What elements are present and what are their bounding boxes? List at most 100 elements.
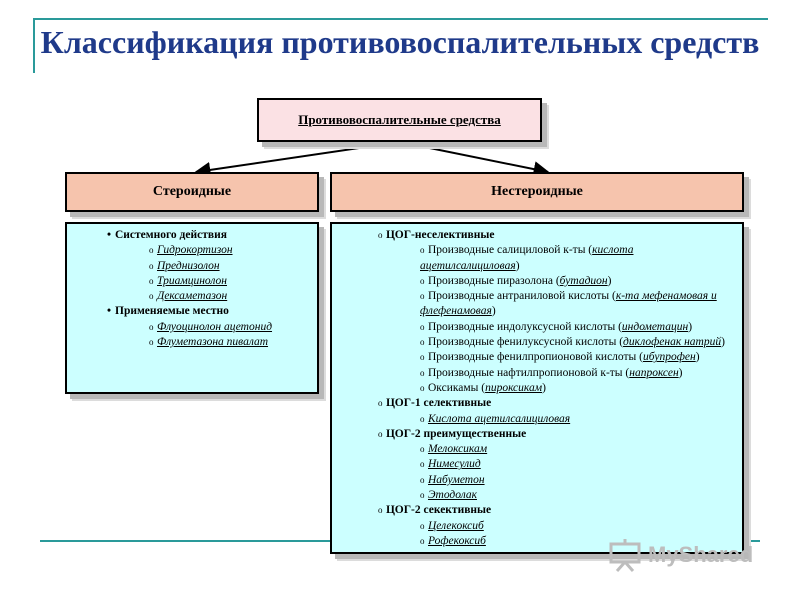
bullet-circle-icon: o (378, 505, 383, 516)
bullet-circle-icon: o (420, 413, 425, 424)
bullet-circle-icon: o (420, 474, 425, 485)
bullet-circle-icon: o (420, 245, 425, 256)
bullet-circle-icon: o (420, 490, 425, 501)
bullet-circle-icon: o (149, 291, 154, 302)
arrow-to-nonsteroid (399, 141, 550, 177)
left-accent-line (33, 18, 35, 73)
drug-class-tail: ) (678, 366, 683, 379)
group-label: ЦОГ-1 селективные (386, 397, 492, 410)
drug-link[interactable]: индометацин (621, 320, 689, 333)
steroid-group: •Применяемые местно (107, 304, 317, 319)
drug-link[interactable]: Преднизолон (157, 259, 220, 272)
drug-link[interactable]: бутадион (559, 274, 608, 287)
drug-link[interactable]: Мелоксикам (428, 443, 488, 456)
steroid-header-box: Стероидные (65, 172, 319, 212)
group-label: Применяемые местно (115, 305, 229, 318)
drug-class-tail: ) (515, 259, 520, 272)
bullet-circle-icon: o (149, 245, 154, 256)
group-label: Системного действия (115, 229, 227, 241)
bullet-circle-icon: o (149, 337, 154, 348)
drug-link[interactable]: напроксен (629, 366, 679, 379)
bullet-circle-icon: o (149, 321, 154, 332)
bullet-circle-icon: o (378, 428, 383, 439)
presentation-board-icon (609, 539, 641, 572)
bullet-circle-icon: o (149, 275, 154, 286)
root-box: Противовоспалительные средства (257, 98, 542, 142)
drug-link[interactable]: Флуоцинолон ацетонид (157, 320, 273, 333)
page-title: Классификация противовоспалительных сред… (40, 24, 760, 60)
drug-class-tail: ) (721, 336, 725, 349)
drug-class-text: Производные индолуксусной кислоты ( (428, 320, 622, 333)
top-accent-line (33, 18, 768, 20)
watermark: MyShared (608, 535, 768, 575)
drug-link[interactable]: Рофекоксиб (428, 534, 486, 547)
watermark-text: MyShared (648, 542, 754, 567)
bullet-circle-icon: o (420, 520, 425, 531)
drug-class-tail: ) (491, 305, 496, 318)
bullet-circle-icon: o (420, 535, 425, 546)
drug-link[interactable]: Набуметон (428, 473, 485, 486)
group-label: ЦОГ-неселективные (386, 229, 495, 241)
bullet-circle-icon: o (420, 337, 425, 348)
drug-class-tail: ) (542, 381, 546, 394)
drug-link[interactable]: Флуметазона пивалат (157, 336, 269, 349)
drug-class-text: Производные салициловой к-ты ( (428, 244, 593, 257)
drug-class-text: Производные нафтилпропионовой к-ты ( (428, 366, 630, 379)
drug-class-text: Производные фенилуксусной кислоты ( (428, 336, 624, 349)
drug-link[interactable]: Кислота ацетилсалициловая (428, 412, 571, 425)
drug-link[interactable]: кислота ацетилсалициловая (420, 244, 634, 272)
drug-link[interactable]: диклофенак натрий (623, 336, 722, 349)
drug-link[interactable]: Нимесулид (428, 458, 481, 471)
bullet-circle-icon: o (420, 275, 425, 286)
bullet-dot-icon: • (107, 229, 112, 241)
drug-class-text: Оксикамы ( (428, 381, 486, 394)
drug-link[interactable]: Дексаметазон (157, 290, 228, 303)
bullet-circle-icon: o (420, 444, 425, 455)
bullet-circle-icon: o (420, 321, 425, 332)
root-label: Противовоспалительные средства (298, 112, 501, 127)
drug-link[interactable]: пироксикам (485, 381, 543, 394)
bullet-circle-icon: o (420, 382, 425, 393)
bullet-circle-icon: o (149, 260, 154, 271)
drug-link[interactable]: Гидрокортизон (157, 244, 233, 257)
drug-link[interactable]: Триамцинолон (157, 274, 227, 287)
steroid-group: •Системного действия (107, 228, 317, 243)
drug-link[interactable]: Целекоксиб (428, 519, 484, 532)
bullet-circle-icon: o (420, 291, 425, 302)
bullet-circle-icon: o (420, 367, 425, 378)
drug-link[interactable]: ибупрофен (642, 351, 696, 364)
bullet-circle-icon: o (420, 352, 425, 363)
nonsteroid-header-box: Нестероидные (330, 172, 744, 212)
bullet-circle-icon: o (378, 398, 383, 409)
drug-link[interactable]: к-та мефенамовая и флефенамовая (420, 290, 717, 318)
drug-class-text: Производные антраниловой кислоты ( (428, 290, 616, 303)
bullet-circle-icon: o (378, 230, 383, 240)
drug-link[interactable]: Этодолак (428, 489, 477, 502)
nonsteroid-header: Нестероидные (491, 184, 583, 199)
